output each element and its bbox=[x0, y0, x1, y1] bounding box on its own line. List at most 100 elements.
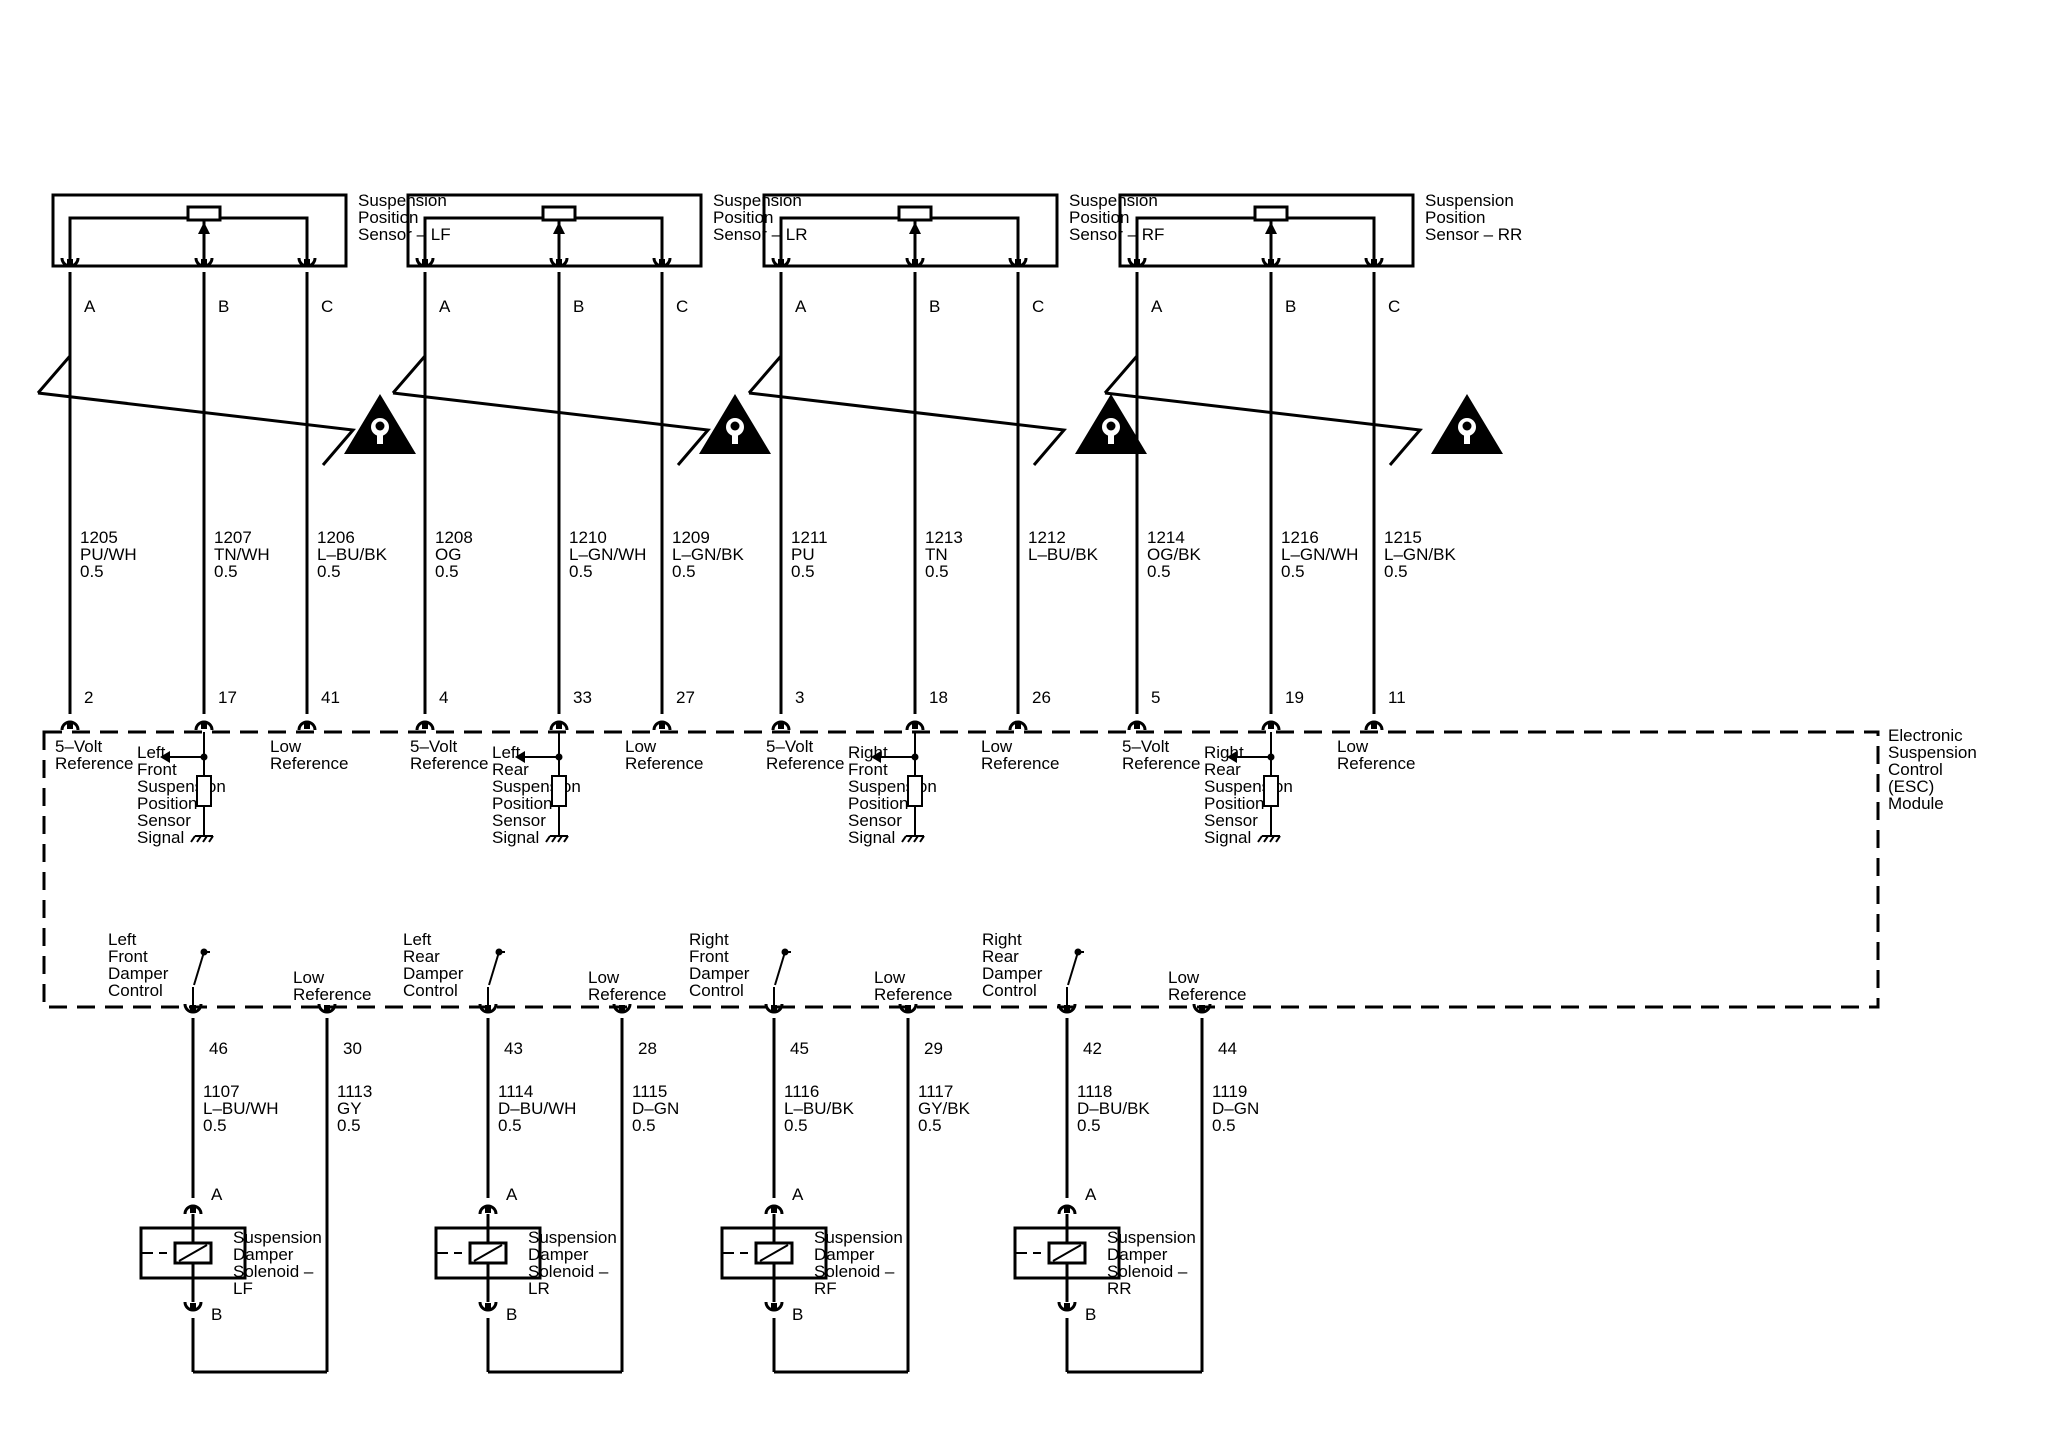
wire-gauge: 0.5 bbox=[317, 562, 341, 581]
circuit-number: 1116 bbox=[784, 1082, 819, 1101]
wire-gauge: 0.5 bbox=[672, 562, 696, 581]
splice-break-line bbox=[391, 355, 711, 466]
connector-terminal bbox=[549, 257, 569, 268]
connector-pin bbox=[190, 1206, 196, 1213]
module-pin-number: 42 bbox=[1083, 1039, 1102, 1058]
wire-color: L–GN/BK bbox=[1384, 545, 1456, 564]
solenoid-label: Suspension bbox=[1107, 1228, 1196, 1247]
solenoid-label: Damper bbox=[1107, 1245, 1168, 1264]
connector-pin bbox=[1134, 259, 1140, 266]
solenoid-pin-letter: A bbox=[211, 1185, 223, 1204]
ground-hatch bbox=[545, 835, 551, 843]
sensor-pin-letter: B bbox=[218, 297, 229, 316]
sensor-housing-inner bbox=[779, 216, 1020, 266]
ground-hatch bbox=[1263, 835, 1269, 843]
circuit-number: 1205 bbox=[80, 528, 118, 547]
module-signal-label: Sensor bbox=[1204, 811, 1258, 830]
wire-gauge: 0.5 bbox=[214, 562, 238, 581]
module-pin-number: 17 bbox=[218, 688, 237, 707]
esc-module-boundary bbox=[42, 730, 1880, 1009]
module-signal-label: Rear bbox=[492, 760, 529, 779]
wire-color: PU bbox=[791, 545, 815, 564]
circuit-number: 1206 bbox=[317, 528, 355, 547]
circuit-number: 1107 bbox=[203, 1082, 240, 1101]
wiper-arrow-icon bbox=[909, 222, 921, 234]
module-pin-number: 45 bbox=[790, 1039, 809, 1058]
wire-color: L–GN/WH bbox=[1281, 545, 1358, 564]
connector-pin bbox=[324, 1005, 330, 1012]
connector-terminal bbox=[898, 1003, 918, 1014]
sensor-housing-inner bbox=[1135, 216, 1376, 266]
wire-gauge: 0.5 bbox=[1077, 1116, 1101, 1135]
solenoid-pin-letter: A bbox=[506, 1185, 518, 1204]
sensor-title-line: Sensor – LF bbox=[358, 225, 451, 244]
connector-pin bbox=[1064, 1206, 1070, 1213]
pull-resistor bbox=[551, 775, 567, 807]
solenoid-label: Damper bbox=[233, 1245, 294, 1264]
wire-gauge: 0.5 bbox=[498, 1116, 522, 1135]
connector-pin bbox=[422, 722, 428, 729]
solenoid-label: Solenoid – bbox=[528, 1262, 609, 1281]
damper-low-label: Low bbox=[874, 968, 906, 987]
caution-triangle-icon bbox=[344, 394, 416, 454]
connector-pin bbox=[1268, 259, 1274, 266]
wire-gauge: 0.5 bbox=[435, 562, 459, 581]
damper-low-label: Reference bbox=[293, 985, 371, 1004]
damper-control-label: Control bbox=[108, 981, 163, 1000]
connector-terminal bbox=[1261, 257, 1281, 268]
pull-resistor bbox=[907, 775, 923, 807]
wire-gauge: 0.5 bbox=[918, 1116, 942, 1135]
module-signal-label: Signal bbox=[137, 828, 184, 847]
connector-terminal bbox=[1008, 257, 1028, 268]
solenoid-label: LF bbox=[233, 1279, 253, 1298]
damper-low-label: Low bbox=[588, 968, 620, 987]
wire-color: L–BU/BK bbox=[1028, 545, 1099, 564]
sensor-pin-letter: A bbox=[439, 297, 451, 316]
solenoid-pin-letter: B bbox=[506, 1305, 517, 1324]
caution-triangle-icon bbox=[1075, 394, 1147, 454]
wire-color: GY/BK bbox=[918, 1099, 971, 1118]
ground-hatch bbox=[1275, 835, 1281, 843]
wire-color: PU/WH bbox=[80, 545, 137, 564]
module-pin-number: 27 bbox=[676, 688, 695, 707]
solenoid-label: Suspension bbox=[814, 1228, 903, 1247]
damper-control-label: Front bbox=[689, 947, 729, 966]
module-pin-number: 44 bbox=[1218, 1039, 1237, 1058]
ground-icon bbox=[1257, 828, 1281, 843]
sensor-pin-letter: C bbox=[676, 297, 688, 316]
sensor-pin-letter: C bbox=[321, 297, 333, 316]
solenoid-coil-slash bbox=[178, 1244, 208, 1262]
solenoid-label: RF bbox=[814, 1279, 837, 1298]
circuit-number: 1213 bbox=[925, 528, 963, 547]
module-pin-number: 29 bbox=[924, 1039, 943, 1058]
module-pin-number: 41 bbox=[321, 688, 340, 707]
module-pin-number: 18 bbox=[929, 688, 948, 707]
connector-pin bbox=[304, 722, 310, 729]
damper-low-label: Reference bbox=[1168, 985, 1246, 1004]
connector-terminal bbox=[905, 720, 925, 731]
module-ref-label: 5–Volt bbox=[1122, 737, 1170, 756]
potentiometer-element bbox=[1253, 205, 1289, 222]
solenoid-label: Suspension bbox=[233, 1228, 322, 1247]
solenoid-coil-slash bbox=[473, 1244, 503, 1262]
signal-arrow-icon bbox=[160, 751, 170, 763]
caution-mark-stem bbox=[1108, 434, 1114, 444]
caution-triangle-icon bbox=[1431, 394, 1503, 454]
connector-pin bbox=[67, 722, 73, 729]
damper-control-label: Rear bbox=[403, 947, 440, 966]
module-low-label: Reference bbox=[1337, 754, 1415, 773]
potentiometer-element bbox=[541, 205, 577, 222]
wire-color: L–BU/BK bbox=[317, 545, 388, 564]
module-signal-label: Front bbox=[137, 760, 177, 779]
sensor-pin-letter: B bbox=[1285, 297, 1296, 316]
connector-pin bbox=[778, 722, 784, 729]
connector-pin bbox=[1371, 259, 1377, 266]
connector-terminal bbox=[1127, 720, 1147, 731]
module-signal-label: Position bbox=[137, 794, 197, 813]
ground-hatch bbox=[563, 835, 569, 843]
damper-control-label: Right bbox=[689, 930, 729, 949]
connector-terminal bbox=[478, 1301, 498, 1312]
damper-low-label: Low bbox=[293, 968, 325, 987]
wire-color: L–GN/BK bbox=[672, 545, 744, 564]
wire-color: TN bbox=[925, 545, 948, 564]
